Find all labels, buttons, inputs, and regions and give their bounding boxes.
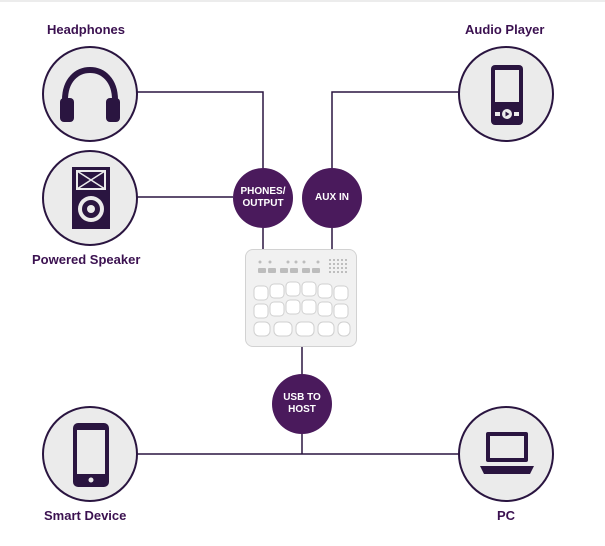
headphones-icon [60,66,120,122]
controller-device [245,249,357,347]
label-smart-device: Smart Device [44,508,127,523]
badge-usb-to-host: USB TO HOST [272,374,332,434]
controller-keypad [253,259,351,337]
badge-aux-in: AUX IN [302,168,362,228]
smartphone-icon [73,423,109,487]
top-border [0,0,605,2]
label-pc: PC [497,508,516,523]
node-audio-player [458,46,554,142]
label-audio-player: Audio Player [465,22,545,37]
audio-player-icon [491,65,523,125]
node-smart-device [42,406,138,502]
node-powered-speaker [42,150,138,246]
laptop-icon [480,432,534,474]
node-headphones [42,46,138,142]
wire-audio-player [331,91,460,168]
node-pc [458,406,554,502]
badge-phones-output: PHONES/ OUTPUT [233,168,293,228]
label-powered-speaker: Powered Speaker [32,252,141,267]
speaker-icon [72,167,110,229]
label-headphones: Headphones [47,22,126,37]
wire-headphones [136,91,264,168]
